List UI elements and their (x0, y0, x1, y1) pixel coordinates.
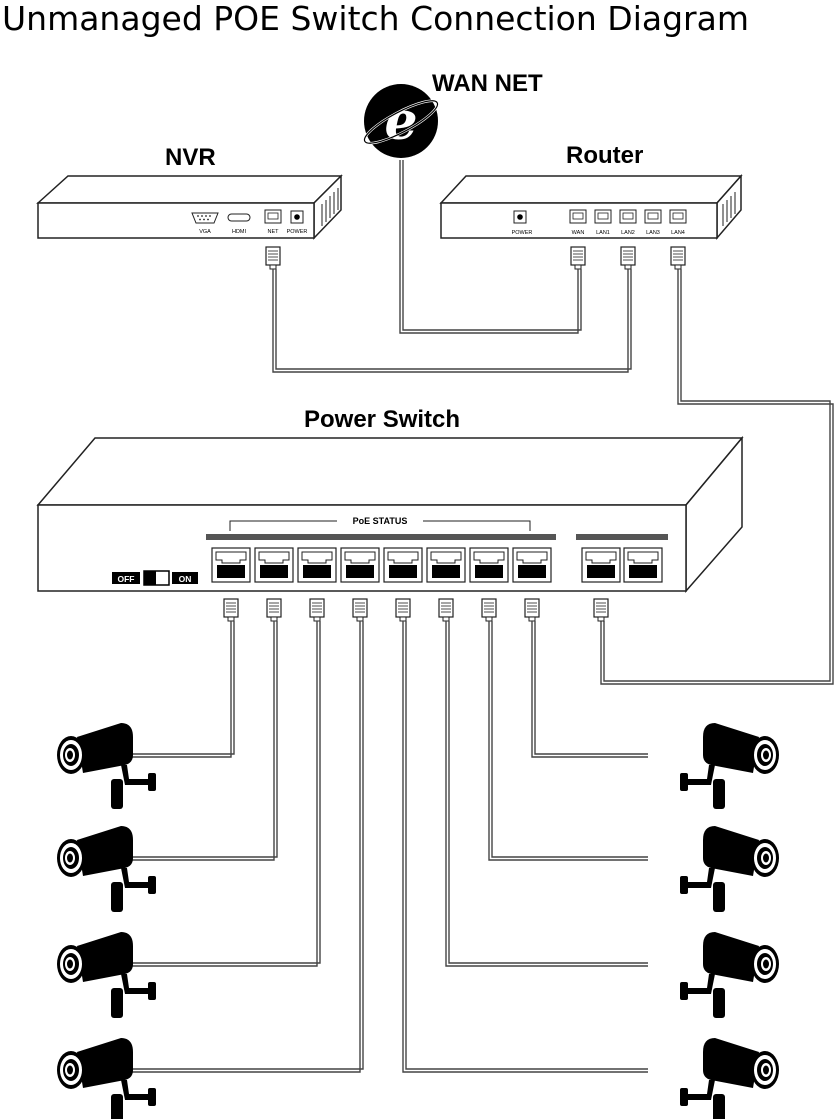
router-lan4-plug (670, 246, 686, 270)
poe-port-plug-6 (438, 598, 454, 622)
poe-port-3 (297, 547, 337, 583)
nvr-label: NVR (165, 144, 216, 171)
router-device (439, 174, 743, 241)
camera-cable-7 (488, 621, 648, 861)
wan-cable (399, 160, 582, 334)
cctv-camera-icon (57, 932, 156, 1018)
poe-port-plug-1 (223, 598, 239, 622)
poe-port-plug-5 (395, 598, 411, 622)
nvr-port-hdmi: HDMI (232, 229, 247, 235)
cctv-camera-icon (680, 723, 779, 809)
camera-cable-4 (130, 621, 364, 1073)
cctv-camera-icon (57, 1038, 156, 1119)
poe-port-plug-7 (481, 598, 497, 622)
router-port-wan: WAN (572, 230, 585, 236)
camera-cable-5 (402, 621, 648, 1073)
router-wan-plug (570, 246, 586, 270)
nvr-net-plug (265, 246, 281, 270)
router-port-lan4: LAN4 (671, 230, 685, 236)
poe-port-plug-3 (309, 598, 325, 622)
poe-port-1 (211, 547, 251, 583)
cctv-camera-icon (57, 826, 156, 912)
camera-cable-8 (531, 621, 648, 758)
switch-plugs (223, 598, 609, 622)
camera-cable-1 (130, 621, 235, 758)
router-switch-cable (600, 269, 834, 685)
poe-port-plug-2 (266, 598, 282, 622)
internet-explorer-glyph: e (384, 91, 417, 152)
uplink-port-2 (623, 547, 663, 583)
diagram-title: Unmanaged POE Switch Connection Diagram (2, 0, 749, 38)
poe-port-7 (469, 547, 509, 583)
camera-cable-2 (130, 621, 278, 861)
router-port-lan3: LAN3 (646, 230, 660, 236)
poe-status-label: PoE STATUS (353, 516, 408, 526)
uplink-port-plug (593, 598, 609, 622)
poe-port-2 (254, 547, 294, 583)
switch-off-label: OFF (118, 574, 135, 584)
switch-label: Power Switch (304, 406, 460, 433)
switch-ports (211, 547, 663, 583)
router-lan2-plug (620, 246, 636, 270)
router-port-lan1: LAN1 (596, 230, 610, 236)
poe-port-6 (426, 547, 466, 583)
router-power-label: POWER (512, 230, 533, 236)
router-port-lan2: LAN2 (621, 230, 635, 236)
cctv-camera-icon (680, 932, 779, 1018)
poe-port-5 (383, 547, 423, 583)
camera-cable-3 (130, 621, 321, 967)
poe-port-plug-8 (524, 598, 540, 622)
camera-cable-6 (445, 621, 648, 967)
poe-port-4 (340, 547, 380, 583)
poe-port-8 (512, 547, 552, 583)
cctv-camera-icon (57, 723, 156, 809)
nvr-router-cable (272, 269, 632, 373)
nvr-device (36, 174, 343, 240)
cameras (57, 723, 779, 1119)
camera-cables (130, 621, 648, 1073)
internet-explorer-icon: e (363, 84, 439, 158)
poe-port-plug-4 (352, 598, 368, 622)
nvr-port-net: NET (268, 229, 280, 235)
router-label: Router (566, 142, 643, 169)
switch-on-label: ON (179, 574, 192, 584)
wan-net-label: WAN NET (432, 70, 543, 97)
cctv-camera-icon (680, 1038, 779, 1119)
nvr-port-power: POWER (287, 229, 308, 235)
uplink-port-1 (581, 547, 621, 583)
cctv-camera-icon (680, 826, 779, 912)
nvr-port-vga: VGA (199, 229, 211, 235)
